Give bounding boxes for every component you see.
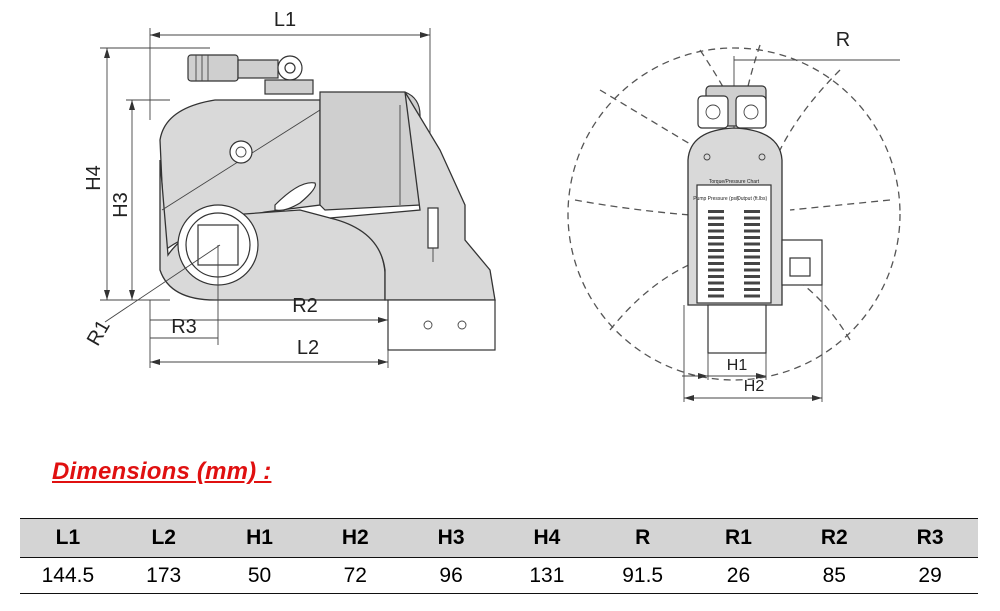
side-view: L1 H4 H3	[83, 9, 496, 368]
chart-plate-col2: Output (ft.lbs)	[737, 196, 768, 202]
chart-plate-row-mark	[708, 275, 724, 278]
table-row: 144.5 173 50 72 96 131 91.5 26 85 29	[20, 557, 978, 594]
value-cell: 144.5	[20, 557, 116, 594]
header-cell: R1	[690, 518, 787, 558]
value-cell: 91.5	[594, 557, 691, 594]
chart-plate-row-mark	[708, 268, 724, 272]
chart-plate-col1: Pump Pressure (psi)	[693, 196, 739, 202]
header-cell: H3	[403, 518, 499, 558]
header-cell: H2	[307, 518, 404, 558]
chart-plate-row-mark	[708, 255, 724, 259]
technical-drawing: L1 H4 H3	[83, 9, 901, 402]
label-L2: L2	[297, 337, 319, 359]
dimensions-title: Dimensions (mm) :	[52, 458, 272, 485]
chart-plate-row-mark	[708, 288, 724, 291]
chart-plate-row-mark	[744, 281, 760, 285]
chart-plate-row-mark	[744, 229, 760, 233]
chart-plate-row-mark	[744, 242, 760, 246]
chart-plate-row-mark	[708, 281, 724, 285]
label-R2: R2	[292, 295, 318, 317]
label-H3: H3	[110, 192, 132, 218]
label-R3: R3	[171, 316, 197, 338]
label-H2: H2	[744, 378, 765, 395]
value-cell: 173	[115, 557, 212, 594]
header-cell: R2	[786, 518, 883, 558]
label-L1: L1	[274, 9, 296, 31]
value-cell: 26	[690, 557, 787, 594]
chart-plate-title: Torque/Pressure Chart	[709, 179, 760, 185]
chart-plate-row-mark	[708, 262, 724, 265]
chart-plate-row-mark	[744, 262, 760, 265]
header-cell: L2	[115, 518, 212, 558]
header-cell: H1	[211, 518, 308, 558]
header-cell: H4	[498, 518, 595, 558]
label-R1: R1	[83, 316, 115, 349]
chart-plate-row-mark	[708, 229, 724, 233]
chart-plate-row-mark	[744, 294, 760, 298]
chart-plate-rows	[708, 210, 760, 298]
chart-plate-row-mark	[744, 210, 760, 213]
chart-plate-row-mark	[708, 210, 724, 213]
value-cell: 85	[786, 557, 883, 594]
value-cell: 29	[882, 557, 978, 594]
chart-plate-row-mark	[708, 223, 724, 226]
value-cell: 50	[211, 557, 308, 594]
header-cell: R	[594, 518, 691, 558]
chart-plate-row-mark	[708, 294, 724, 298]
header-cell: R3	[882, 518, 978, 558]
front-view: R Torque/Pressure Chart Pump Pressure (p…	[567, 29, 901, 402]
header-cell: L1	[20, 518, 116, 558]
chart-plate-row-mark	[708, 216, 724, 220]
table-header-row: L1 L2 H1 H2 H3 H4 R R1 R2 R3	[20, 518, 978, 558]
chart-plate-row-mark	[744, 288, 760, 291]
value-cell: 72	[307, 557, 404, 594]
label-H1: H1	[727, 357, 748, 374]
chart-plate-row-mark	[744, 268, 760, 272]
label-H4: H4	[83, 165, 105, 191]
chart-plate-row-mark	[744, 255, 760, 259]
chart-plate-row-mark	[708, 249, 724, 252]
chart-plate-row-mark	[708, 236, 724, 239]
chart-plate-row-mark	[744, 236, 760, 239]
value-cell: 96	[403, 557, 499, 594]
chart-plate-row-mark	[744, 223, 760, 226]
label-R: R	[836, 29, 850, 51]
chart-plate-row-mark	[744, 275, 760, 278]
chart-plate-row-mark	[708, 242, 724, 246]
dimensions-table: L1 L2 H1 H2 H3 H4 R R1 R2 R3 144.5 173 5…	[20, 518, 978, 594]
value-cell: 131	[498, 557, 595, 594]
chart-plate-row-mark	[744, 249, 760, 252]
chart-plate-row-mark	[744, 216, 760, 220]
